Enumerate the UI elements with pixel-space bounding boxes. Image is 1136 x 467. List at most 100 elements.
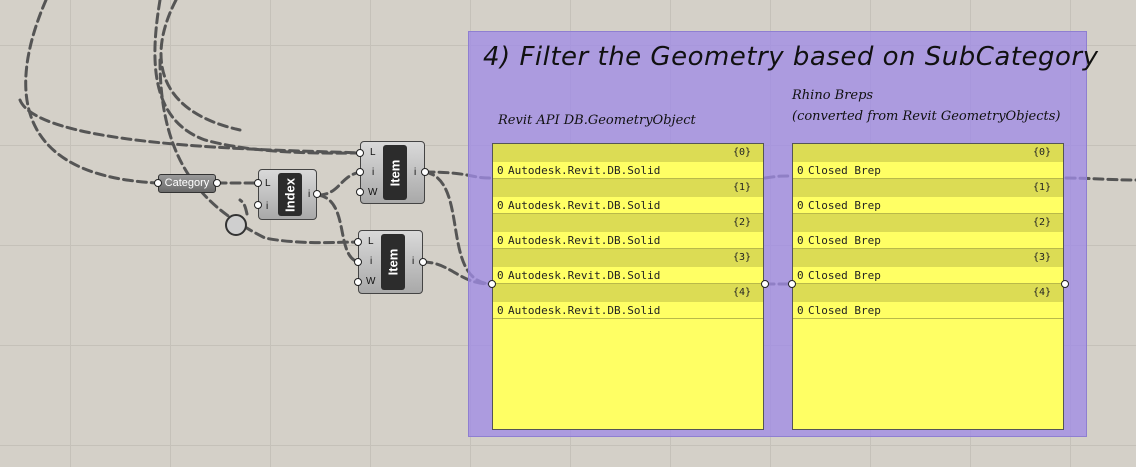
right-panel-label-line2: (converted from Revit GeometryObjects) [792, 109, 1061, 124]
item-top-component[interactable]: Item L i W i [360, 141, 425, 204]
item-value: Closed Brep [808, 164, 881, 177]
index-port-i[interactable] [254, 201, 262, 209]
index-component-label: Index [277, 173, 302, 216]
branch-path: {2} [493, 214, 763, 232]
item-index: 0 [497, 234, 504, 247]
item-index: 0 [797, 304, 804, 317]
wire [18, 98, 363, 155]
panel-branch: {2} 0 Closed Brep [793, 214, 1063, 249]
wire [316, 170, 363, 197]
item-index: 0 [497, 304, 504, 317]
panel-item: 0 Closed Brep [793, 302, 1063, 319]
item-bottom-input-l: L [368, 236, 374, 247]
branch-path: {3} [493, 249, 763, 267]
right-panel-input-port[interactable] [788, 280, 796, 288]
item-top-port-i[interactable] [356, 168, 364, 176]
panel-item: 0 Autodesk.Revit.DB.Solid [493, 197, 763, 214]
left-panel-input-port[interactable] [488, 280, 496, 288]
item-bottom-port-l[interactable] [354, 238, 362, 246]
panel-item: 0 Closed Brep [793, 267, 1063, 284]
group-title: 4) Filter the Geometry based on SubCateg… [483, 42, 1099, 72]
item-value: Closed Brep [808, 199, 881, 212]
left-panel-label: Revit API DB.GeometryObject [498, 113, 696, 128]
category-param[interactable]: Category [158, 174, 216, 193]
panel-item: 0 Closed Brep [793, 232, 1063, 249]
item-bottom-port-w[interactable] [354, 278, 362, 286]
wire [238, 198, 249, 216]
item-top-input-w: W [368, 187, 378, 198]
panel-branch: {4} 0 Autodesk.Revit.DB.Solid [493, 284, 763, 319]
item-value: Autodesk.Revit.DB.Solid [508, 269, 661, 282]
item-bottom-output-i: i [412, 256, 415, 267]
branch-path: {1} [793, 179, 1063, 197]
panel-branch: {0} 0 Autodesk.Revit.DB.Solid [493, 144, 763, 179]
left-panel-output-port[interactable] [761, 280, 769, 288]
index-port-out[interactable] [313, 190, 321, 198]
item-top-port-w[interactable] [356, 188, 364, 196]
branch-path: {3} [793, 249, 1063, 267]
item-index: 0 [797, 199, 804, 212]
category-output-port[interactable] [213, 179, 221, 187]
item-top-label: Item [382, 145, 407, 200]
item-index: 0 [497, 199, 504, 212]
index-port-l[interactable] [254, 179, 262, 187]
item-value: Autodesk.Revit.DB.Solid [508, 234, 661, 247]
panel-item: 0 Autodesk.Revit.DB.Solid [493, 302, 763, 319]
wire [159, 0, 242, 132]
item-top-port-l[interactable] [356, 149, 364, 157]
panel-branch: {1} 0 Closed Brep [793, 179, 1063, 214]
branch-path: {0} [793, 144, 1063, 162]
item-index: 0 [497, 164, 504, 177]
panel-item: 0 Autodesk.Revit.DB.Solid [493, 267, 763, 284]
item-index: 0 [497, 269, 504, 282]
item-bottom-input-i: i [370, 256, 373, 267]
item-bottom-input-w: W [366, 276, 376, 287]
item-top-input-l: L [370, 147, 376, 158]
panel-branch: {3} 0 Autodesk.Revit.DB.Solid [493, 249, 763, 284]
item-bottom-component[interactable]: Item L i W i [358, 230, 423, 294]
item-index: 0 [797, 234, 804, 247]
branch-path: {4} [493, 284, 763, 302]
item-value: Closed Brep [808, 269, 881, 282]
branch-path: {0} [493, 144, 763, 162]
panel-branch: {3} 0 Closed Brep [793, 249, 1063, 284]
index-component[interactable]: Index L i i [258, 169, 317, 220]
item-bottom-label: Item [380, 234, 405, 290]
wire [153, 0, 363, 155]
branch-path: {1} [493, 179, 763, 197]
wire [316, 193, 360, 264]
panel-item: 0 Autodesk.Revit.DB.Solid [493, 162, 763, 179]
item-bottom-port-out[interactable] [419, 258, 427, 266]
right-panel-output-port[interactable] [1061, 280, 1069, 288]
item-top-port-out[interactable] [421, 168, 429, 176]
branch-path: {4} [793, 284, 1063, 302]
item-bottom-port-i[interactable] [354, 258, 362, 266]
item-value: Autodesk.Revit.DB.Solid [508, 199, 661, 212]
item-top-output-i: i [414, 167, 417, 178]
panel-branch: {0} 0 Closed Brep [793, 144, 1063, 179]
wire [423, 170, 492, 286]
panel-branch: {4} 0 Closed Brep [793, 284, 1063, 319]
item-top-input-i: i [372, 167, 375, 178]
right-panel-label-line1: Rhino Breps [792, 88, 874, 103]
item-value: Autodesk.Revit.DB.Solid [508, 164, 661, 177]
item-index: 0 [797, 164, 804, 177]
category-input-port[interactable] [154, 179, 162, 187]
item-index: 0 [797, 269, 804, 282]
panel-branch: {1} 0 Autodesk.Revit.DB.Solid [493, 179, 763, 214]
index-input-i: i [266, 201, 269, 212]
panel-item: 0 Closed Brep [793, 197, 1063, 214]
panel-item: 0 Autodesk.Revit.DB.Solid [493, 232, 763, 249]
panel-item: 0 Closed Brep [793, 162, 1063, 179]
branch-path: {2} [793, 214, 1063, 232]
item-value: Autodesk.Revit.DB.Solid [508, 304, 661, 317]
wire [24, 0, 160, 185]
index-input-l: L [265, 178, 271, 189]
panel-branch: {2} 0 Autodesk.Revit.DB.Solid [493, 214, 763, 249]
item-value: Closed Brep [808, 304, 881, 317]
relay-node-icon[interactable] [225, 214, 247, 236]
item-value: Closed Brep [808, 234, 881, 247]
